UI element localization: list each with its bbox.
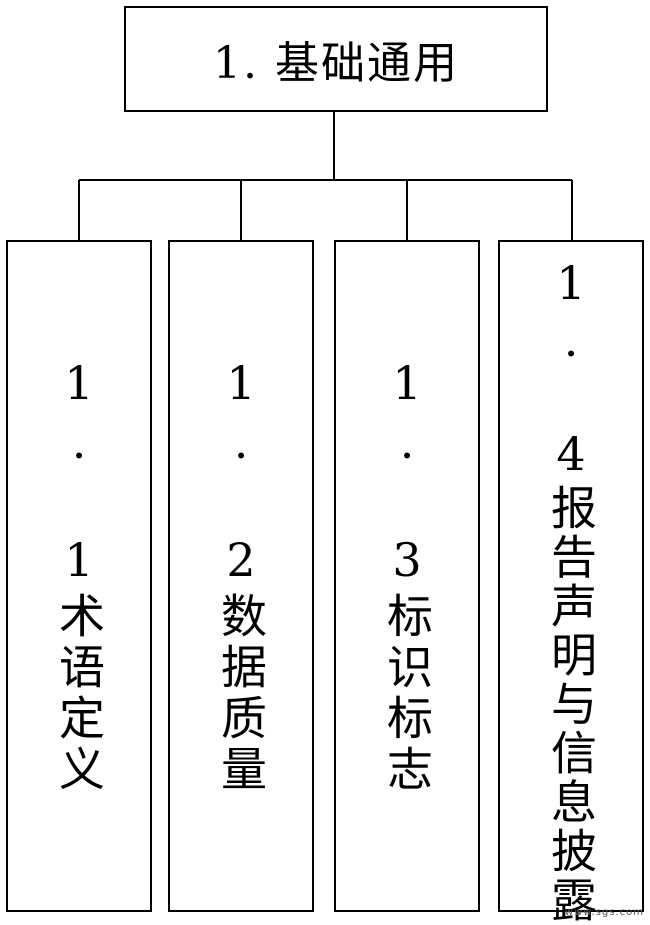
- child-node-label: 1. 2数据质量: [214, 356, 268, 796]
- watermark: www.sgs.com: [564, 907, 644, 918]
- root-node: 1. 基础通用: [124, 6, 548, 112]
- child-node-data-quality: 1. 2数据质量: [168, 240, 314, 912]
- child-node-label: 1. 4报告声明与信息披露: [544, 256, 598, 925]
- child-node-label: 1. 3标识标志: [380, 356, 434, 796]
- root-node-label: 1. 基础通用: [213, 38, 459, 89]
- child-node-label: 1. 1术语定义: [52, 356, 106, 796]
- child-node-reporting-disclosure: 1. 4报告声明与信息披露: [498, 240, 644, 925]
- child-node-marking: 1. 3标识标志: [334, 240, 480, 912]
- child-node-terminology: 1. 1术语定义: [6, 240, 152, 912]
